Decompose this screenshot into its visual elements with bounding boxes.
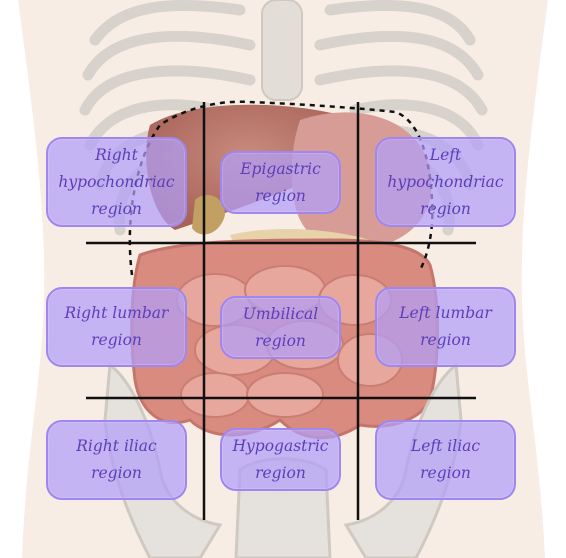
region-label: Left iliac region [410, 437, 481, 482]
region-label: Right lumbar region [64, 304, 169, 349]
gallbladder [192, 195, 225, 235]
region-left-lumbar: Left lumbar region [375, 287, 516, 367]
region-label: Epigastric region [240, 159, 321, 205]
region-label: Right hypochondriac region [58, 145, 175, 218]
region-label: Left hypochondriac region [387, 145, 504, 218]
region-label: Left lumbar region [399, 304, 492, 349]
region-hypogastric: Hypogastric region [220, 428, 341, 491]
region-label: Hypogastric region [232, 436, 329, 482]
region-label: Right iliac region [76, 437, 157, 482]
region-left-iliac: Left iliac region [375, 420, 516, 500]
sternum [261, 0, 303, 101]
region-right-lumbar: Right lumbar region [46, 287, 187, 367]
region-right-hypochondriac: Right hypochondriac region [46, 137, 187, 227]
region-right-iliac: Right iliac region [46, 420, 187, 500]
region-label: Umbilical region [242, 304, 319, 350]
region-left-hypochondriac: Left hypochondriac region [375, 137, 516, 227]
region-epigastric: Epigastric region [220, 151, 341, 214]
region-umbilical: Umbilical region [220, 296, 341, 359]
region-grid [86, 102, 476, 520]
